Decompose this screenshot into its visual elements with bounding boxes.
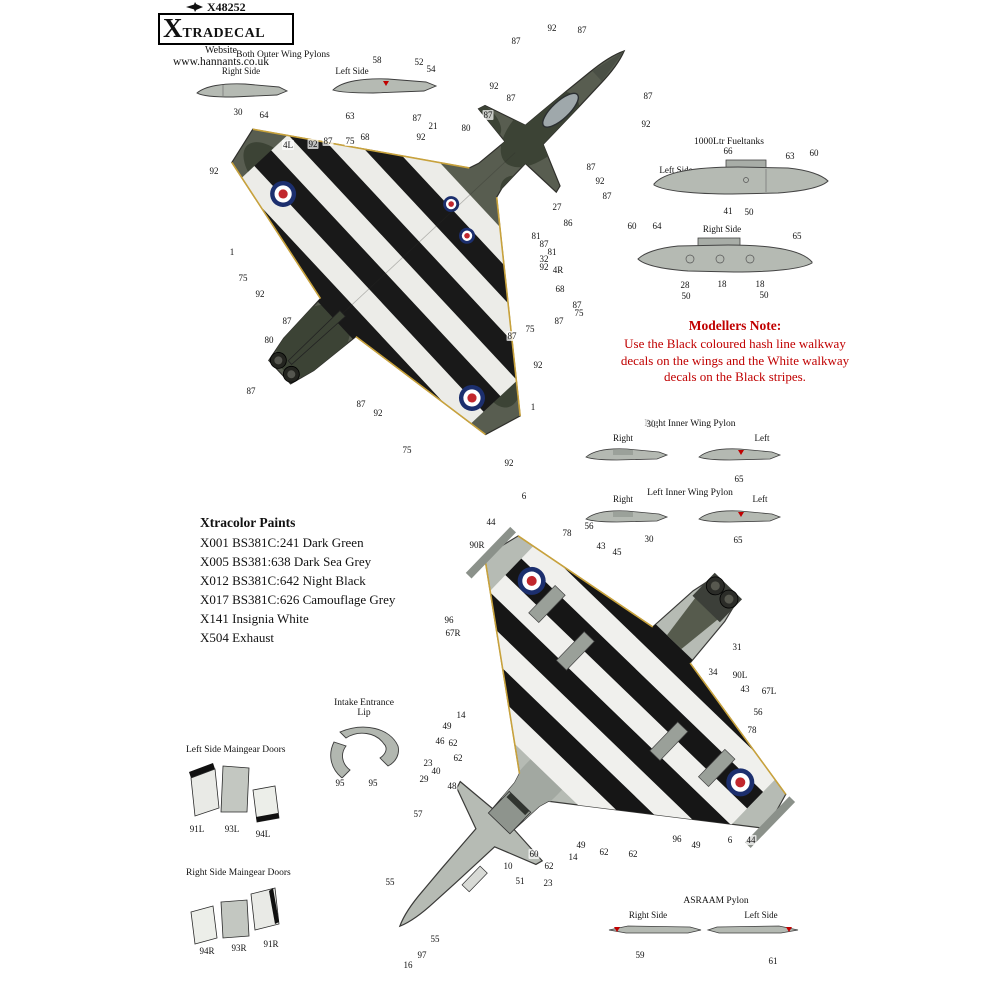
paint-item: X001 BS381C:241 Dark Green [200, 535, 364, 550]
website-link[interactable]: www.hannants.co.uk [172, 56, 270, 68]
inner-pylon-r2-left-diagram [698, 510, 782, 523]
fin-top-view [287, 309, 346, 365]
trailing-edge-yellow-line [483, 535, 787, 795]
paint-item: X141 Insignia White [200, 611, 309, 626]
roundel-fuselage-forward [443, 196, 460, 213]
inner-pylon-r1-right-diagram [585, 448, 669, 461]
paints-title: Xtracolor Paints [200, 515, 296, 530]
website-label: Website [205, 45, 237, 56]
asraam-pylon-left-diagram [706, 925, 799, 934]
exhaust-nozzles-bottom [692, 572, 743, 623]
fueltank-right-label: Right Side [702, 224, 742, 234]
paint-item: X005 BS381:638 Dark Sea Grey [200, 554, 372, 569]
red-triangle-marker [614, 927, 620, 932]
gear-left-title: Left Side Maingear Doors [186, 745, 286, 755]
roundel-underwing-right [726, 768, 755, 797]
roundel-underwing-left [517, 566, 546, 595]
modellers-note-body: Use the Black coloured hash line walkway… [620, 336, 850, 384]
brand-logo: X TRADECAL [158, 13, 294, 45]
fueltank-left-diagram [653, 159, 829, 195]
inner-pylon-row1-left-label: Left [754, 433, 770, 443]
red-triangle-marker [738, 512, 744, 517]
callout-50: 50 [758, 290, 770, 300]
nose-gear-door [461, 865, 488, 893]
paint-item: X017 BS381C:626 Camouflage Grey [200, 592, 396, 607]
wingtip-rails [465, 526, 796, 848]
red-triangle-marker [383, 81, 389, 86]
outer-pylon-left-label: Left Side [335, 66, 369, 76]
callout-41: 41 [722, 206, 734, 216]
wing-pylons [528, 584, 736, 787]
aircraft-silhouette-icon [186, 2, 203, 12]
brand-logo-rest: TRADECAL [182, 26, 266, 41]
gear-right-title: Right Side Maingear Doors [186, 868, 291, 878]
paints-list: Xtracolor Paints X001 BS381C:241 Dark Gr… [200, 515, 450, 647]
radome [592, 50, 625, 82]
asraam-title: ASRAAM Pylon [683, 896, 749, 906]
roundel-fuselage-aft [459, 227, 476, 244]
maingear-doors-right-diagram [190, 887, 280, 945]
spine-line [342, 152, 516, 314]
inner-pylon-row2-left-label: Left [752, 494, 768, 504]
asraam-right-label: Right Side [628, 910, 668, 920]
modellers-note-title: Modellers Note: [688, 318, 782, 333]
red-triangle-marker [738, 450, 744, 455]
product-code: X48252 [207, 0, 246, 14]
intake-lip-diagram [330, 726, 399, 779]
inner-pylon-r1-left-diagram [698, 448, 782, 461]
callout-50: 50 [743, 207, 755, 217]
maingear-doors-left-diagram [189, 763, 280, 823]
fueltanks-title: 1000Ltr Fueltanks [694, 137, 764, 147]
brand-logo-x: X [163, 13, 183, 43]
leading-edge-yellow-line [231, 128, 521, 436]
fueltank-left-label: Left Side [659, 165, 693, 175]
roundel-right-wing [458, 384, 485, 411]
callout-66: 66 [722, 146, 734, 156]
paint-item: X504 Exhaust [200, 630, 275, 645]
inner-pylon-right-title: Right Inner Wing Pylon [644, 419, 736, 429]
inner-pylon-r2-right-diagram [585, 510, 669, 523]
outer-pylon-left-diagram [332, 78, 438, 94]
inner-pylon-left-title: Left Inner Wing Pylon [647, 488, 733, 498]
intake-opening [506, 792, 530, 816]
exhaust-nozzles [269, 352, 300, 383]
inner-pylon-row1-right-label: Right [612, 433, 634, 443]
modellers-note: Modellers Note: Use the Black coloured h… [607, 318, 863, 386]
roundel-left-wing [270, 180, 297, 207]
bottom-aircraft-illustration [398, 525, 796, 928]
paint-item: X012 BS381C:642 Night Black [200, 573, 366, 588]
canopy [542, 92, 580, 128]
asraam-pylon-right-diagram [608, 925, 702, 934]
fueltank-right-diagram [637, 237, 813, 273]
inner-pylon-row2-right-label: Right [612, 494, 634, 504]
red-triangle-marker [786, 927, 792, 932]
asraam-left-label: Left Side [744, 910, 778, 920]
product-code-row: X48252 [186, 0, 246, 15]
top-aircraft-illustration [220, 49, 626, 444]
outer-pylon-right-label: Right Side [221, 66, 261, 76]
intake-title: Intake Entrance Lip [334, 698, 394, 718]
outer-pylon-right-diagram [196, 83, 289, 98]
outer-pylons-title: Both Outer Wing Pylons [236, 50, 330, 60]
